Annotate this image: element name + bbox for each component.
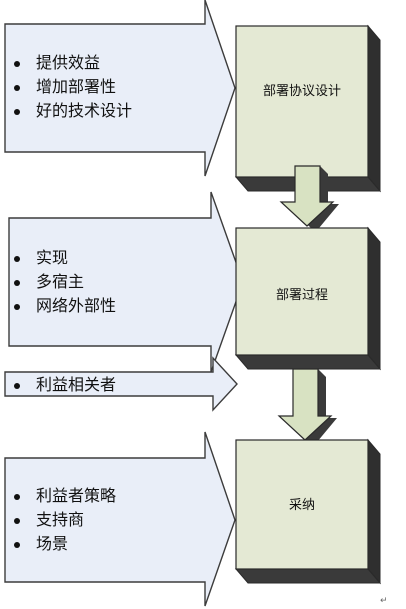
stage-box-3 (234, 438, 382, 585)
list-item: 增加部署性 (4, 75, 132, 99)
list-item: 场景 (4, 532, 116, 556)
list-item: 利益相关者 (4, 373, 116, 397)
input-arrow-3 (4, 356, 238, 412)
input-arrow-4 (4, 431, 236, 607)
input-arrow-1 (4, 0, 236, 177)
input-list-1: 提供效益 增加部署性 好的技术设计 (4, 51, 132, 123)
input-list-2: 实现 多宿主 网络外部性 (4, 246, 116, 318)
stage-label-2: 部署过程 (275, 288, 328, 303)
down-arrow-1 (279, 165, 339, 228)
stage-label-1: 部署协议设计 (262, 84, 341, 99)
input-list-4: 利益者策略 支持商 场景 (4, 484, 116, 556)
list-item: 多宿主 (4, 270, 116, 294)
input-list-3: 利益相关者 (4, 373, 116, 397)
down-arrow-2 (277, 368, 337, 442)
list-item: 好的技术设计 (4, 99, 132, 123)
list-item: 支持商 (4, 508, 116, 532)
stage-box-1 (234, 24, 382, 193)
paragraph-mark: ↵ (380, 596, 388, 606)
stage-box-2 (234, 226, 382, 371)
list-item: 网络外部性 (4, 294, 116, 318)
list-item: 实现 (4, 246, 116, 270)
stage-label-3: 采纳 (288, 498, 315, 513)
input-arrow-2 (8, 191, 244, 373)
list-item: 利益者策略 (4, 484, 116, 508)
list-item: 提供效益 (4, 51, 132, 75)
